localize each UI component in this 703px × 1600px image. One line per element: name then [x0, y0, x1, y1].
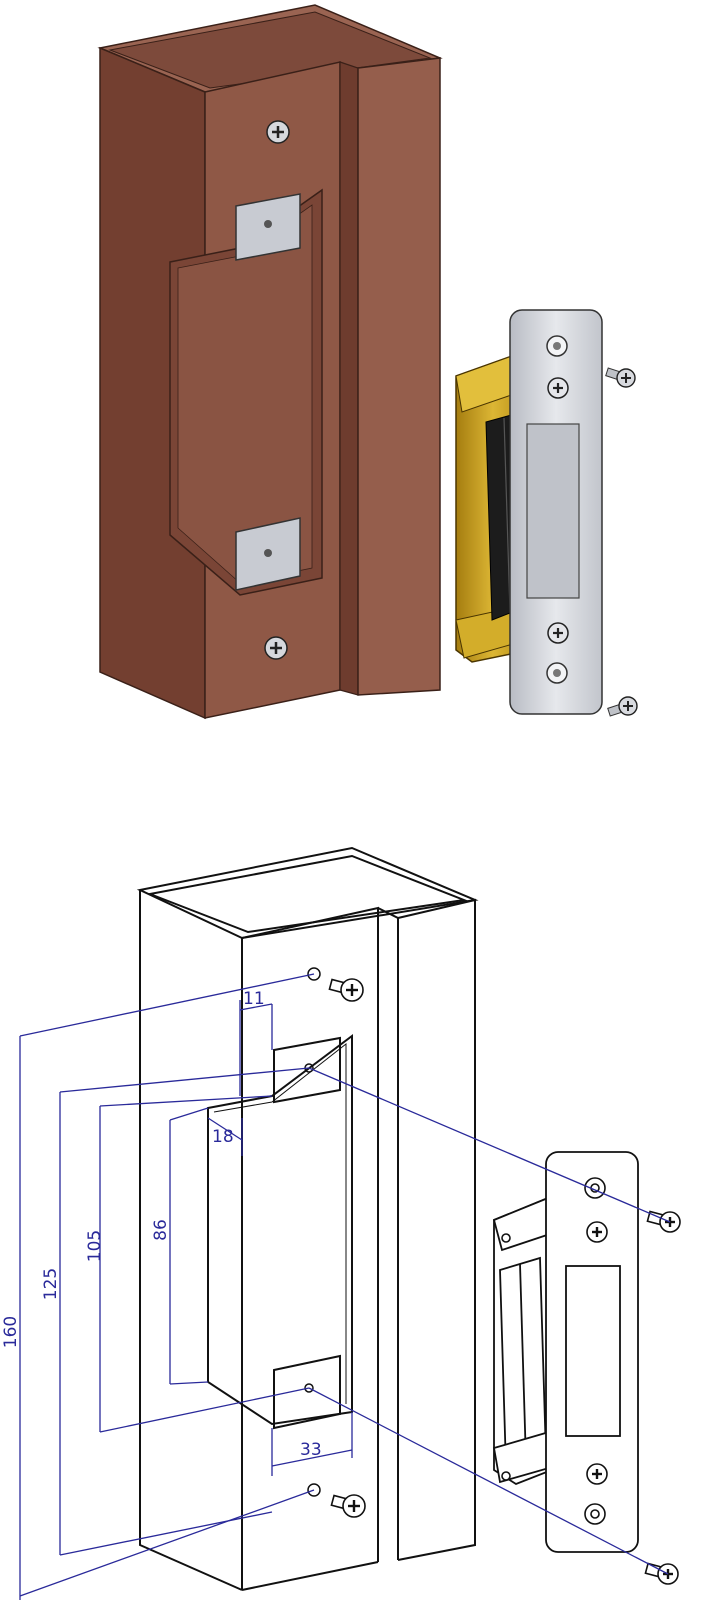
dim-11: 11 [243, 989, 265, 1009]
phillips-screw-icon [607, 696, 638, 717]
screw-hole-icon [264, 220, 272, 228]
phillips-screw-icon [586, 1221, 608, 1243]
electric-strike [455, 309, 603, 715]
screw-hole-icon [307, 967, 321, 981]
phillips-screw-icon [330, 1494, 366, 1518]
phillips-screw-icon [547, 622, 569, 644]
phillips-screw-icon [586, 1463, 608, 1485]
screw-hole-icon [304, 1383, 314, 1393]
frame-rebate-step [339, 61, 359, 696]
door-frame [97, 4, 443, 720]
frame-rebate-face [357, 57, 441, 696]
dim-125: 125 [41, 1268, 61, 1300]
dim-105: 105 [85, 1230, 105, 1262]
mounting-tab-top [235, 193, 301, 261]
phillips-screw-icon [605, 367, 636, 388]
screw-hole-icon [501, 1471, 511, 1481]
color-render [97, 4, 638, 720]
phillips-screw-icon [266, 120, 290, 144]
phillips-screw-icon [547, 377, 569, 399]
mounting-tab-bottom [235, 517, 301, 591]
phillips-screw-icon [264, 636, 288, 660]
dim-86: 86 [151, 1219, 171, 1241]
phillips-screw-icon [644, 1562, 679, 1585]
phillips-screw-icon [328, 978, 364, 1002]
screw-hole-icon [264, 549, 272, 557]
frame-top-opening [108, 11, 432, 89]
dim-160: 160 [1, 1316, 21, 1348]
screw-hole-icon [501, 1233, 511, 1243]
dim-33: 33 [300, 1440, 322, 1460]
dimension-drawing: 160 125 105 86 11 18 33 [1, 846, 681, 1600]
screw-hole-icon [307, 1483, 321, 1497]
strike-outline [492, 1151, 639, 1553]
frame-outline [136, 846, 479, 1591]
faceplate-window [526, 423, 580, 599]
dim-18: 18 [212, 1127, 234, 1147]
dimension-lines [19, 973, 671, 1600]
